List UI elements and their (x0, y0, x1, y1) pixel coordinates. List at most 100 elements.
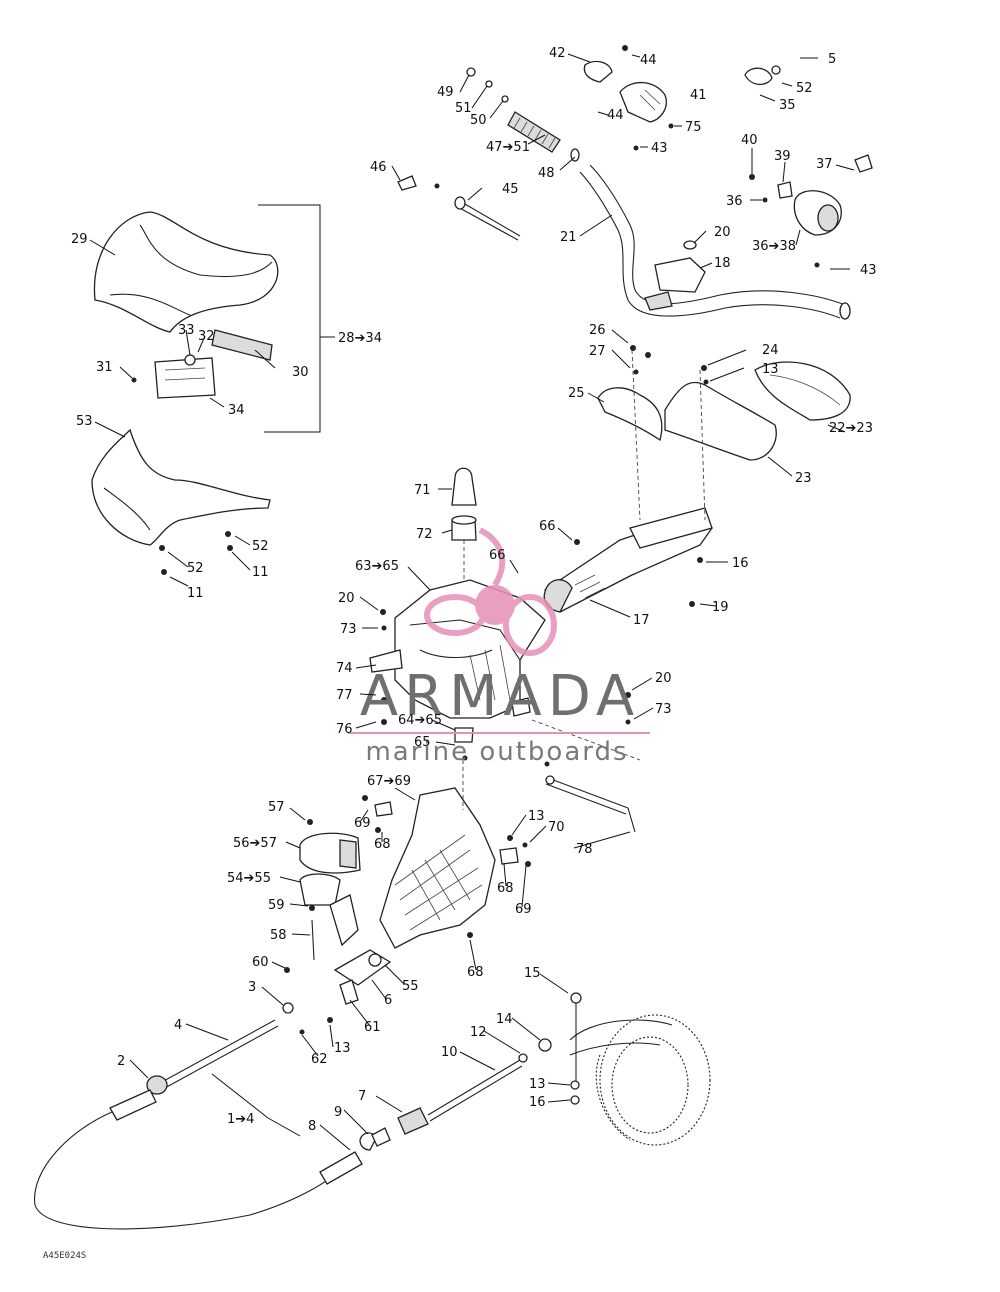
callout-label: 8 (308, 1119, 316, 1134)
callout-label: 71 (414, 483, 431, 498)
callout-label: 44 (607, 108, 624, 123)
callout-label: 26 (589, 323, 606, 338)
watermark-tagline: marine outboards (365, 737, 628, 767)
leader-lines (89, 53, 855, 1151)
callout-label: 4 (174, 1018, 182, 1033)
callout-labels: 42 44 5 49 41 52 51 35 50 44 75 47➔51 43… (71, 46, 877, 1134)
callout-label: 44 (640, 53, 657, 68)
callout-label: 36 (726, 194, 743, 209)
callout-label: 14 (496, 1012, 513, 1027)
callout-label: 13 (334, 1041, 351, 1056)
watermark-rule (348, 732, 650, 734)
callout-label: 35 (779, 98, 796, 113)
callout-label: 11 (252, 565, 269, 580)
throttle-housing (777, 154, 873, 236)
shift-arm (333, 949, 392, 1005)
callout-label: 52 (796, 81, 813, 96)
callout-label: 52 (187, 561, 204, 576)
callout-label: 52 (252, 539, 269, 554)
callout-label: 42 (549, 46, 566, 61)
callout-label: 23 (795, 471, 812, 486)
callout-label: 6 (384, 993, 392, 1008)
callout-label: 5 (828, 52, 836, 67)
callout-label: 77 (336, 688, 353, 703)
callout-label: 12 (470, 1025, 487, 1040)
callout-label: 47➔51 (486, 140, 530, 155)
callout-label: 60 (252, 955, 269, 970)
callout-label: 9 (334, 1105, 342, 1120)
support-plate (379, 787, 496, 949)
mount-stack (451, 467, 477, 541)
clamp-assembly (299, 832, 361, 947)
callout-label: 64➔65 (398, 713, 442, 728)
callout-label: 59 (268, 898, 285, 913)
callout-label: 43 (651, 141, 668, 156)
callout-label: 30 (292, 365, 309, 380)
steering-column (543, 507, 713, 613)
callout-label: 21 (560, 230, 577, 245)
callout-label: 1➔4 (227, 1112, 254, 1127)
callout-label: 68 (497, 881, 514, 896)
side-cover-left (91, 428, 271, 546)
callout-label: 33 (178, 323, 195, 338)
jet-nozzle (569, 1014, 711, 1146)
callout-label: 24 (762, 343, 779, 358)
propeller-logo (424, 527, 557, 656)
callout-label: 51 (455, 101, 472, 116)
cover-plate (597, 387, 663, 442)
callout-label: 34 (228, 403, 245, 418)
callout-label: 55 (402, 979, 419, 994)
callout-label: 74 (336, 661, 353, 676)
callout-label: 25 (568, 386, 585, 401)
callout-label: 68 (374, 837, 391, 852)
callout-label: 67➔69 (367, 774, 411, 789)
steering-cover (664, 361, 851, 461)
callout-label: 13 (762, 362, 779, 377)
callout-label: 65 (414, 735, 431, 750)
switch-top-right (744, 65, 781, 86)
callout-label: 63➔65 (355, 559, 399, 574)
callout-label: 72 (416, 527, 433, 542)
callout-label: 3 (248, 980, 256, 995)
callout-label: 53 (76, 414, 93, 429)
left-grip (507, 111, 580, 162)
switch-housing-left (583, 60, 667, 123)
watermark-brand: ARMADA (360, 664, 640, 729)
callout-label: 45 (502, 182, 519, 197)
callout-label: 69 (354, 816, 371, 831)
callout-label: 20 (338, 591, 355, 606)
callout-label: 46 (370, 160, 387, 175)
callout-label: 13 (528, 809, 545, 824)
callout-label: 56➔57 (233, 836, 277, 851)
callout-label: 10 (441, 1045, 458, 1060)
watermark: ARMADA marine outboards (348, 527, 650, 767)
callout-label: 70 (548, 820, 565, 835)
callout-label: 36➔38 (752, 239, 796, 254)
callout-label: 69 (515, 902, 532, 917)
callout-label: 50 (470, 113, 487, 128)
callout-label: 48 (538, 166, 555, 181)
callout-label: 2 (117, 1054, 125, 1069)
seat-cushion (93, 211, 279, 333)
callout-label: 40 (741, 133, 758, 148)
callout-label: 32 (198, 329, 215, 344)
bracket-assembly (154, 329, 273, 399)
callout-label: 49 (437, 85, 454, 100)
callout-label: 66 (489, 548, 506, 563)
callout-label: 19 (712, 600, 729, 615)
callout-label: 28➔34 (338, 331, 382, 346)
callout-label: 68 (467, 965, 484, 980)
callout-label: 39 (774, 149, 791, 164)
callout-label: 18 (714, 256, 731, 271)
callout-label: 7 (358, 1089, 366, 1104)
callout-label: 66 (539, 519, 556, 534)
handlebar-clamp (654, 257, 706, 293)
callout-label: 16 (529, 1095, 546, 1110)
callout-label: 20 (714, 225, 731, 240)
figure-code: A45E024S (43, 1251, 86, 1261)
callout-label: 11 (187, 586, 204, 601)
callout-label: 22➔23 (829, 421, 873, 436)
callout-label: 73 (655, 702, 672, 717)
callout-label: 54➔55 (227, 871, 271, 886)
